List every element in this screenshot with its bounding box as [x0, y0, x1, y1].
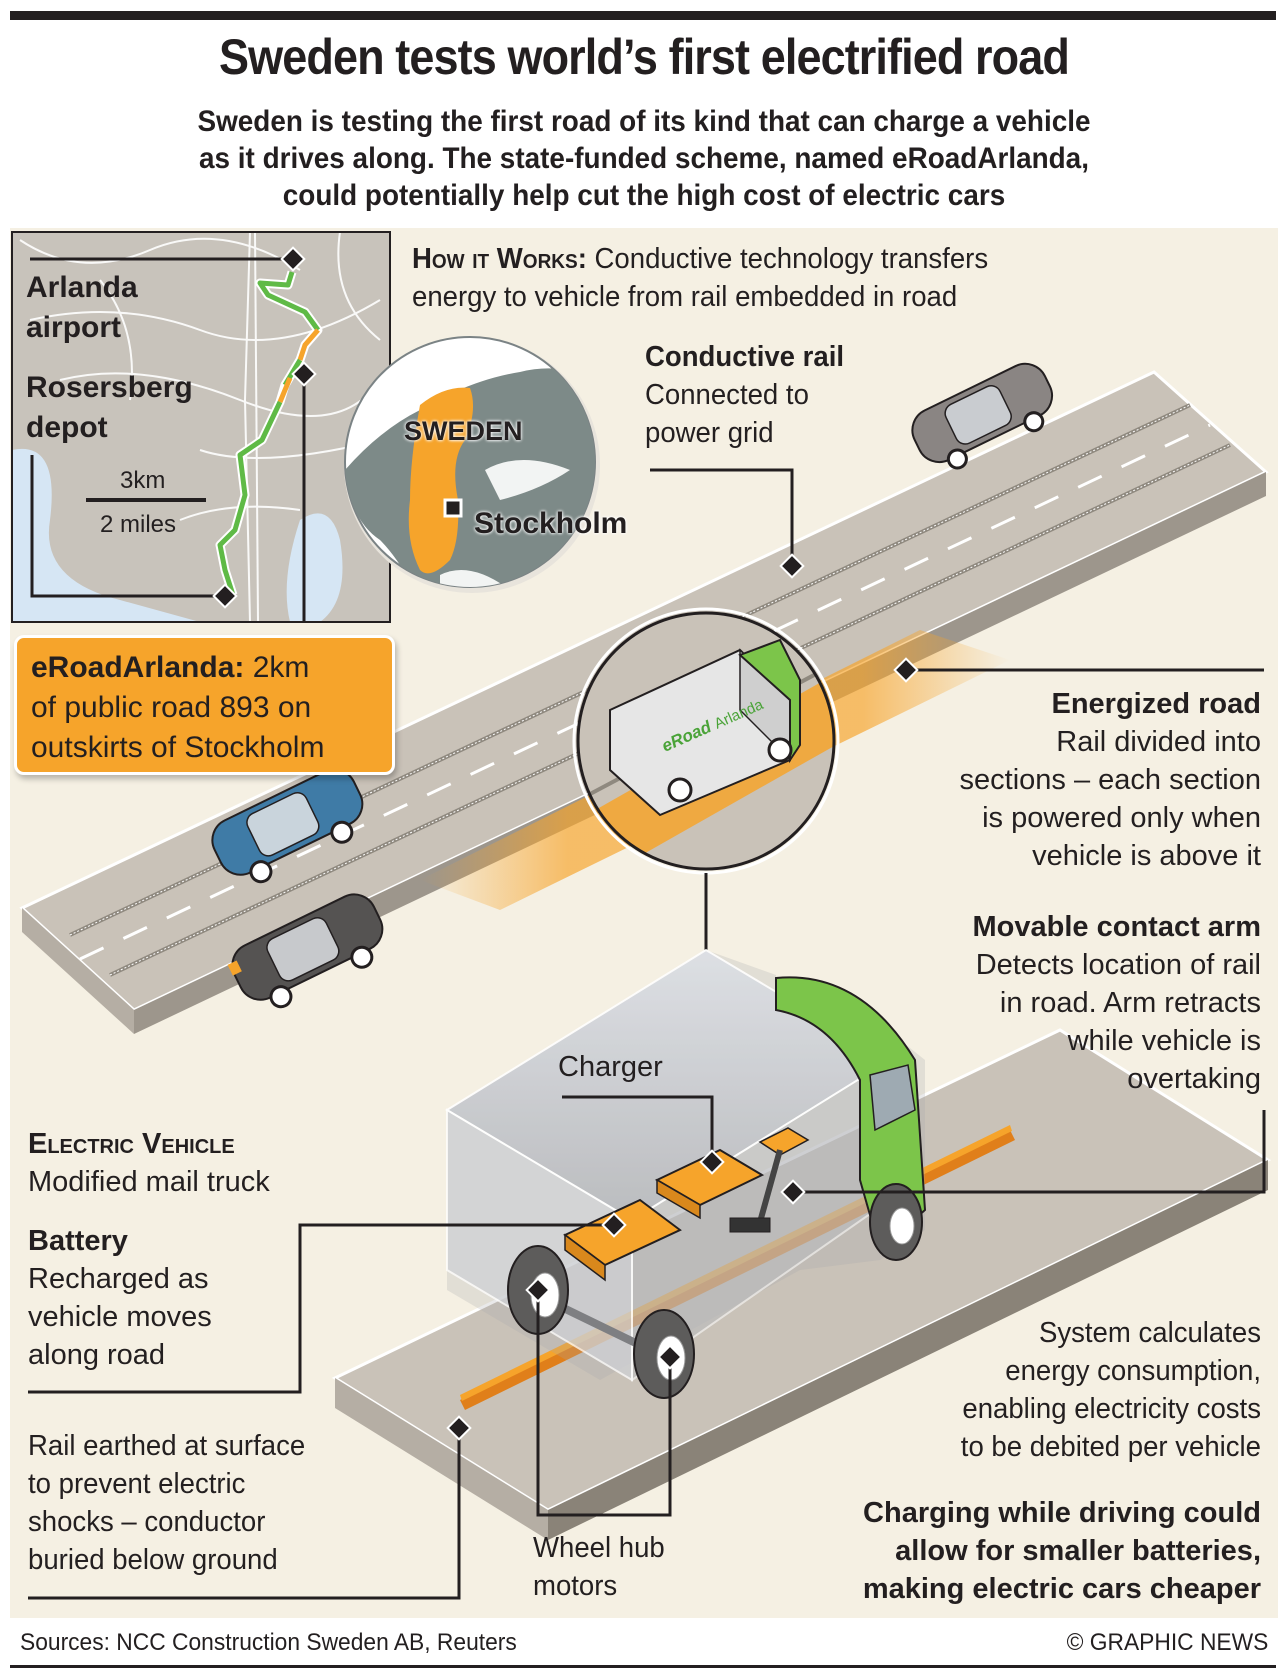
callout-bold: eRoadArlanda: — [31, 651, 245, 684]
locator-globe — [344, 336, 600, 593]
note-line: enabling electricity costs — [962, 1393, 1261, 1425]
car-gray — [911, 362, 1054, 470]
label-rosersberg-depot: Rosersberg depot — [26, 368, 193, 448]
note-line: Modified mail truck — [28, 1166, 270, 1198]
wheel-hub-note: Wheel hub motors — [533, 1529, 665, 1605]
note-line: while vehicle is — [1067, 1025, 1261, 1057]
note-line: Recharged as — [28, 1263, 209, 1295]
marker-diamond — [280, 246, 306, 272]
electric-vehicle-note: Electric Vehicle Modified mail truck — [28, 1125, 270, 1201]
label-line: Rosersberg — [26, 371, 193, 404]
note-line: Rail divided into — [1056, 726, 1261, 758]
callout-text: eRoadArlanda: 2km of public road 893 on … — [31, 648, 324, 768]
note-line: to prevent electric — [28, 1468, 246, 1500]
subtitle-line: Sweden is testing the first road of its … — [197, 105, 1091, 138]
callout-line: outskirts of Stockholm — [31, 731, 325, 764]
subtitle: Sweden is testing the first road of its … — [45, 103, 1243, 214]
marker-diamond — [291, 361, 317, 387]
note-heading: Energized road — [1051, 688, 1262, 720]
scale-km: 3km — [120, 467, 166, 494]
energized-road-note: Energized road Rail divided into section… — [960, 685, 1261, 875]
note-line: along road — [28, 1339, 166, 1371]
note-heading: Conductive rail — [645, 341, 845, 373]
conductive-rail-note: Conductive rail Connected to power grid — [645, 338, 844, 452]
credit: © GRAPHIC NEWS — [1066, 1629, 1268, 1656]
subtitle-line: could potentially help cut the high cost… — [282, 179, 1006, 212]
how-it-works-line: energy to vehicle from rail embedded in … — [412, 281, 958, 313]
note-line: power grid — [645, 417, 774, 449]
callout-line: of public road 893 on — [31, 691, 312, 724]
sweden-shape — [408, 387, 474, 574]
top-rule — [10, 11, 1276, 20]
truck-cab-large — [775, 976, 927, 1252]
truck-cab — [738, 638, 801, 764]
label-line: depot — [26, 411, 108, 444]
note-line: Rail earthed at surface — [28, 1430, 306, 1462]
note-line: motors — [533, 1570, 618, 1602]
cutaway-truck — [445, 948, 927, 1399]
car-blue — [211, 768, 364, 884]
contact-arm-note: Movable contact arm Detects location of … — [973, 908, 1261, 1098]
note-line: System calculates — [1038, 1317, 1261, 1349]
globe-label-sweden: SWEDEN — [404, 416, 523, 446]
contact-arm — [757, 1149, 783, 1223]
lake — [12, 448, 200, 622]
eroad-callout: eRoadArlanda: 2km of public road 893 on … — [14, 635, 395, 775]
lake — [286, 513, 343, 622]
note-line: buried below ground — [28, 1544, 278, 1576]
how-it-works-line: Conductive technology transfers — [586, 243, 989, 275]
note-line: to be debited per vehicle — [960, 1431, 1261, 1463]
sources: Sources: NCC Construction Sweden AB, Reu… — [20, 1629, 517, 1656]
rail-earthed-note: Rail earthed at surface to prevent elect… — [28, 1427, 305, 1579]
how-it-works-label: How it Works: — [412, 243, 587, 275]
note-line: Connected to — [645, 379, 809, 411]
note-line: in road. Arm retracts — [999, 987, 1261, 1019]
note-heading: Electric Vehicle — [28, 1128, 235, 1160]
label-line: airport — [26, 311, 122, 344]
label-arlanda-airport: Arlanda airport — [26, 268, 138, 348]
conclusion-note: Charging while driving could allow for s… — [863, 1494, 1261, 1608]
note-line: shocks – conductor — [28, 1506, 266, 1538]
globe-label-stockholm: Stockholm — [474, 507, 628, 540]
note-line: is powered only when — [982, 802, 1261, 834]
note-line: Detects location of rail — [975, 949, 1261, 981]
scale-miles: 2 miles — [100, 511, 177, 538]
note-heading: Movable contact arm — [972, 911, 1261, 943]
bottom-rule — [10, 1665, 1276, 1668]
note-line: energy consumption, — [1005, 1355, 1261, 1387]
route-orange — [297, 328, 320, 361]
route-green — [257, 271, 321, 332]
car-dark — [227, 893, 384, 1009]
note-line: Wheel hub — [533, 1532, 665, 1564]
note-line: making electric cars cheaper — [862, 1573, 1261, 1605]
locator-map — [12, 232, 390, 622]
callout-line: 2km — [244, 651, 310, 684]
page-title: Sweden tests world’s first electrified r… — [219, 29, 1070, 85]
charger-label: Charger — [558, 1051, 663, 1083]
system-note: System calculates energy consumption, en… — [961, 1314, 1261, 1466]
note-line: Charging while driving could — [863, 1497, 1261, 1529]
subtitle-line: as it drives along. The state-funded sch… — [199, 142, 1089, 175]
note-line: sections – each section — [959, 764, 1261, 796]
how-it-works: How it Works: Conductive technology tran… — [412, 240, 988, 316]
truck-zoom-circle: eRoad Arlanda — [572, 607, 840, 950]
note-heading: Battery — [28, 1225, 128, 1257]
marker-diamond — [212, 583, 238, 609]
note-line: allow for smaller batteries, — [895, 1535, 1261, 1567]
stockholm-marker — [443, 498, 463, 518]
note-line: overtaking — [1127, 1063, 1261, 1095]
note-line: vehicle is above it — [1032, 840, 1261, 872]
note-line: vehicle moves — [28, 1301, 212, 1333]
label-line: Arlanda — [26, 271, 138, 304]
battery-note: Battery Recharged as vehicle moves along… — [28, 1222, 212, 1374]
